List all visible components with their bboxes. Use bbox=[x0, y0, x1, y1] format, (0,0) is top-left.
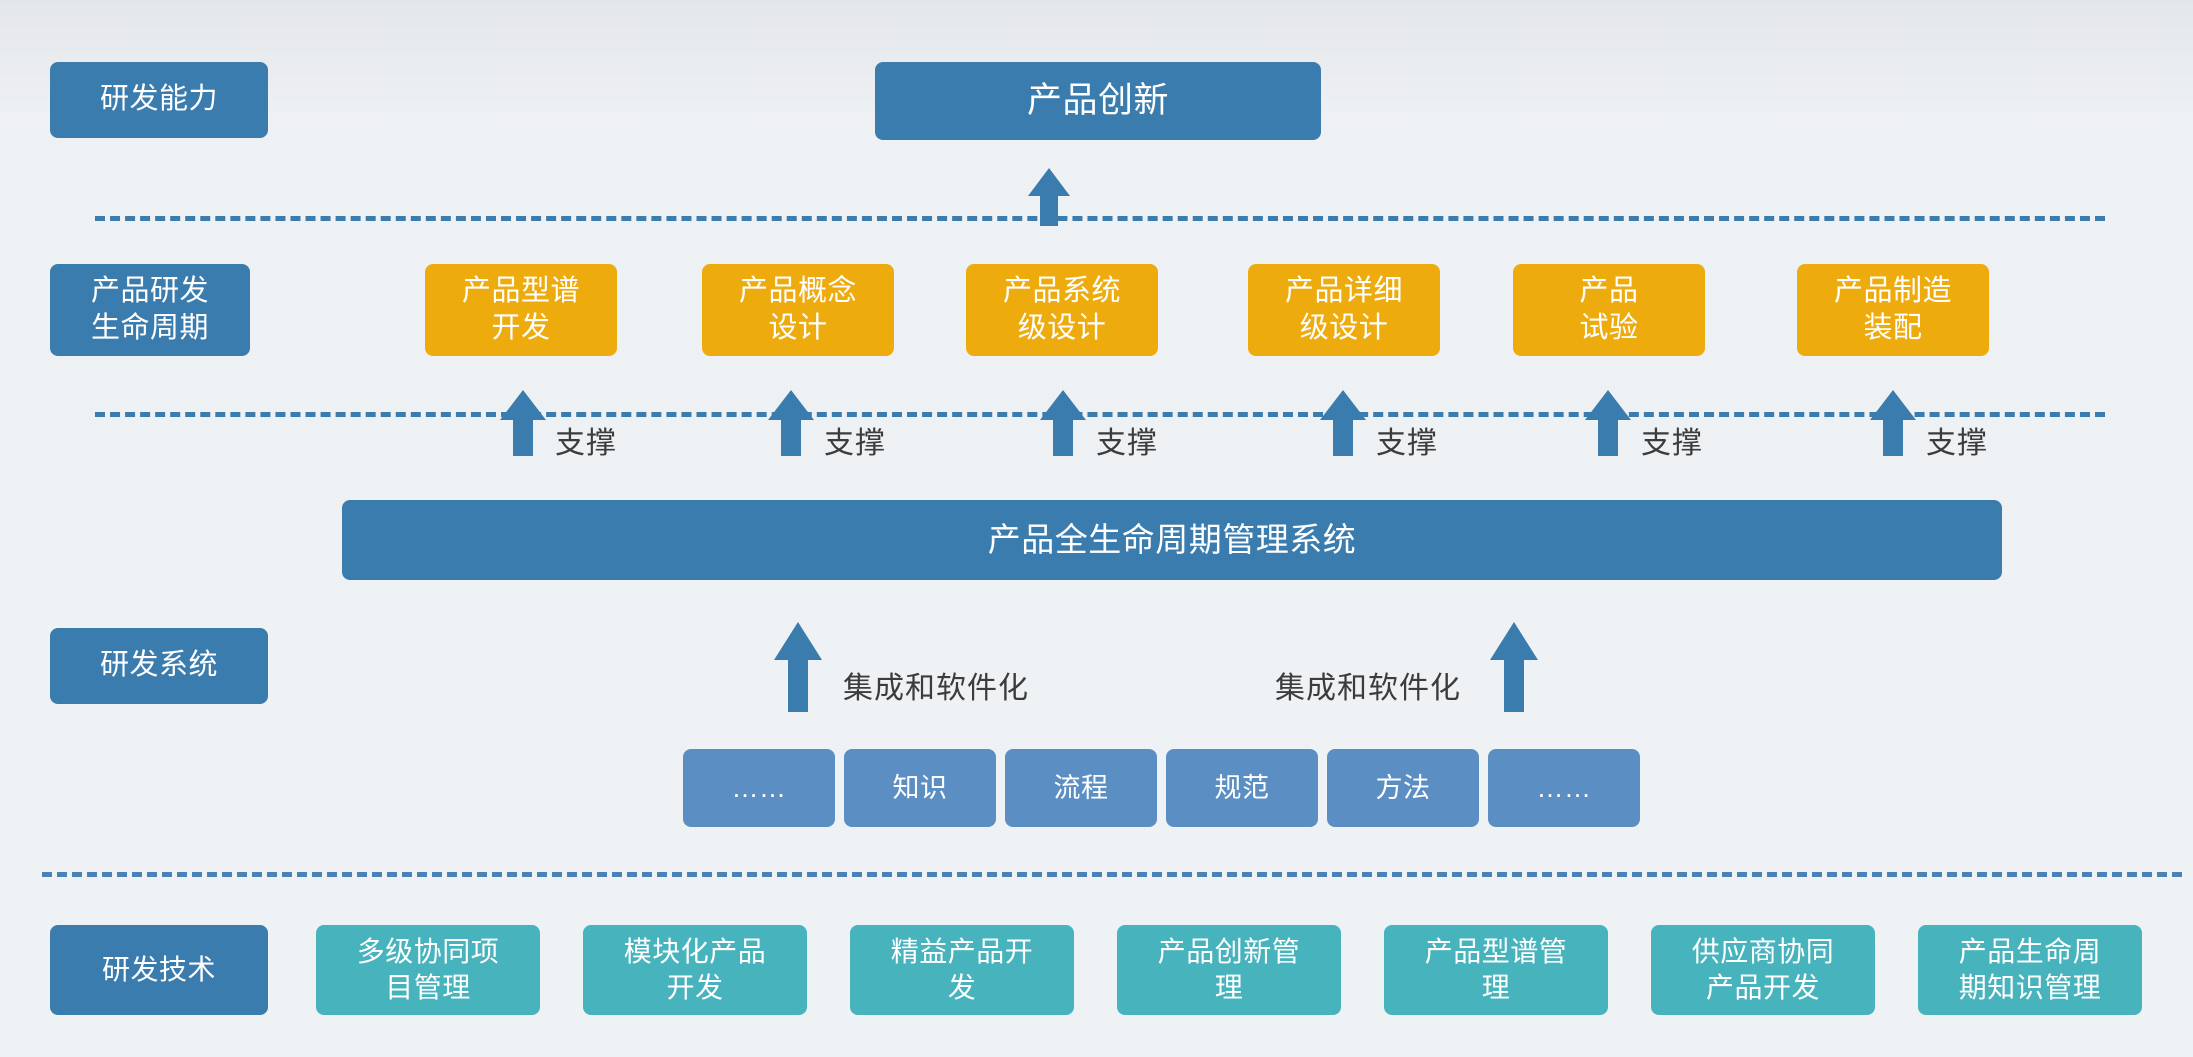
support-caption-3: 支撑 bbox=[1096, 427, 1158, 460]
foundation-item-3[interactable]: 流程 bbox=[1005, 749, 1157, 827]
support-caption-2: 支撑 bbox=[824, 427, 886, 460]
foundation-item-4[interactable]: 规范 bbox=[1166, 749, 1318, 827]
divider-line-top bbox=[95, 216, 2105, 221]
lifecycle-stage-4[interactable]: 产品详细 级设计 bbox=[1248, 264, 1440, 356]
support-caption-6: 支撑 bbox=[1926, 427, 1988, 460]
divider-line-support bbox=[95, 412, 2105, 417]
support-arrow-6 bbox=[1870, 390, 1916, 456]
row-label-capability[interactable]: 研发能力 bbox=[50, 62, 268, 138]
arrow-up-to-innovation bbox=[1028, 168, 1070, 226]
integration-caption-left: 集成和软件化 bbox=[843, 672, 1029, 705]
technology-item-3[interactable]: 精益产品开 发 bbox=[850, 925, 1074, 1015]
row-label-technology[interactable]: 研发技术 bbox=[50, 925, 268, 1015]
technology-item-7[interactable]: 产品生命周 期知识管理 bbox=[1918, 925, 2142, 1015]
support-caption-4: 支撑 bbox=[1376, 427, 1438, 460]
technology-item-4[interactable]: 产品创新管 理 bbox=[1117, 925, 1341, 1015]
foundation-item-2[interactable]: 知识 bbox=[844, 749, 996, 827]
lifecycle-stage-2[interactable]: 产品概念 设计 bbox=[702, 264, 894, 356]
technology-item-2[interactable]: 模块化产品 开发 bbox=[583, 925, 807, 1015]
integration-caption-right: 集成和软件化 bbox=[1275, 672, 1461, 705]
technology-item-1[interactable]: 多级协同项 目管理 bbox=[316, 925, 540, 1015]
support-arrow-4 bbox=[1320, 390, 1366, 456]
foundation-item-5[interactable]: 方法 bbox=[1327, 749, 1479, 827]
divider-line-bottom bbox=[42, 872, 2182, 877]
integration-arrow-right bbox=[1490, 622, 1538, 712]
row-label-system[interactable]: 研发系统 bbox=[50, 628, 268, 704]
technology-item-5[interactable]: 产品型谱管 理 bbox=[1384, 925, 1608, 1015]
lifecycle-stage-6[interactable]: 产品制造 装配 bbox=[1797, 264, 1989, 356]
support-arrow-2 bbox=[768, 390, 814, 456]
support-arrow-3 bbox=[1040, 390, 1086, 456]
plm-system-bar[interactable]: 产品全生命周期管理系统 bbox=[342, 500, 2002, 580]
lifecycle-stage-5[interactable]: 产品 试验 bbox=[1513, 264, 1705, 356]
technology-item-6[interactable]: 供应商协同 产品开发 bbox=[1651, 925, 1875, 1015]
support-arrow-1 bbox=[500, 390, 546, 456]
support-caption-5: 支撑 bbox=[1641, 427, 1703, 460]
support-arrow-5 bbox=[1585, 390, 1631, 456]
integration-arrow-left bbox=[774, 622, 822, 712]
lifecycle-stage-1[interactable]: 产品型谱 开发 bbox=[425, 264, 617, 356]
lifecycle-stage-3[interactable]: 产品系统 级设计 bbox=[966, 264, 1158, 356]
foundation-item-6[interactable]: …… bbox=[1488, 749, 1640, 827]
row-label-lifecycle[interactable]: 产品研发 生命周期 bbox=[50, 264, 250, 356]
foundation-item-1[interactable]: …… bbox=[683, 749, 835, 827]
hero-product-innovation[interactable]: 产品创新 bbox=[875, 62, 1321, 140]
support-caption-1: 支撑 bbox=[555, 427, 617, 460]
